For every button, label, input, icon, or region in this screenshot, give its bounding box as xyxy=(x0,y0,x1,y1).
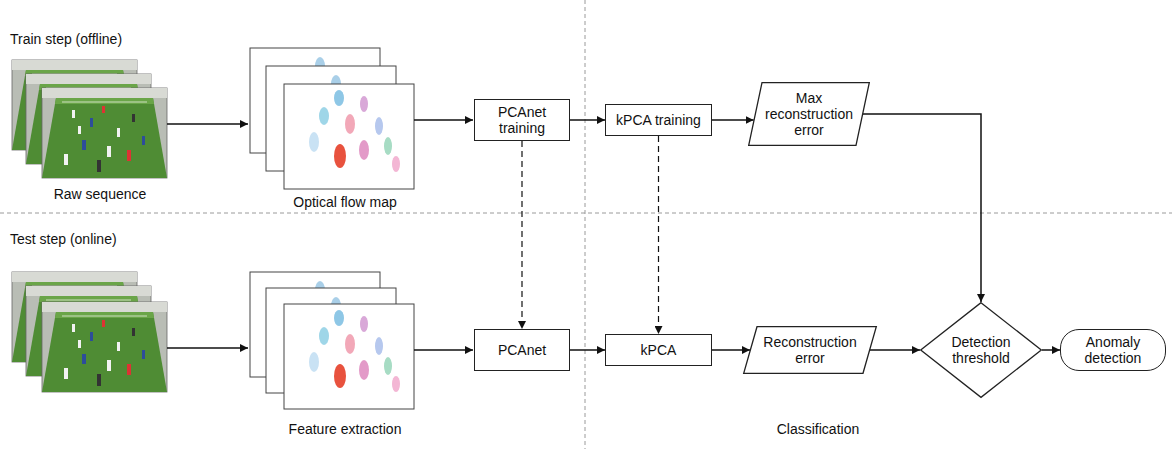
image-caption: Raw sequence xyxy=(52,186,149,202)
model-transfer-arrow xyxy=(521,141,522,329)
step-label: Train step (offline) xyxy=(8,31,124,47)
flow-arrow xyxy=(1042,349,1060,351)
flow-arrow xyxy=(570,119,605,121)
node-text: kPCA training xyxy=(616,112,701,128)
node-text: Detection threshold xyxy=(938,334,1024,366)
image-caption: Feature extraction xyxy=(287,421,404,437)
decision-diamond: Detection threshold xyxy=(920,302,1042,398)
flow-arrow xyxy=(863,114,981,302)
image-caption: Optical flow map xyxy=(291,194,398,210)
data-parallelogram: Reconstruction error xyxy=(743,326,877,374)
node-text: Anomaly detection xyxy=(1066,334,1160,366)
flow-arrow xyxy=(712,119,754,121)
process-box: kPCA xyxy=(605,334,712,366)
node-text: Max reconstruction error xyxy=(765,90,853,138)
process-box: PCAnet xyxy=(474,329,570,371)
data-parallelogram: Max reconstruction error xyxy=(748,82,870,146)
flow-arrow xyxy=(712,349,750,351)
node-text: PCAnet xyxy=(498,342,546,358)
node-text: PCAnet training xyxy=(480,104,564,136)
process-box: PCAnet training xyxy=(474,99,570,141)
process-box: kPCA training xyxy=(605,104,712,136)
flow-arrow xyxy=(870,349,920,351)
node-text: Reconstruction error xyxy=(761,334,859,366)
node-text: kPCA xyxy=(641,342,677,358)
flow-arrow xyxy=(570,349,605,351)
terminal-box: Anomaly detection xyxy=(1060,329,1166,371)
model-transfer-arrow xyxy=(658,136,659,334)
step-label: Test step (online) xyxy=(8,231,119,247)
section-label: Classification xyxy=(775,421,861,437)
